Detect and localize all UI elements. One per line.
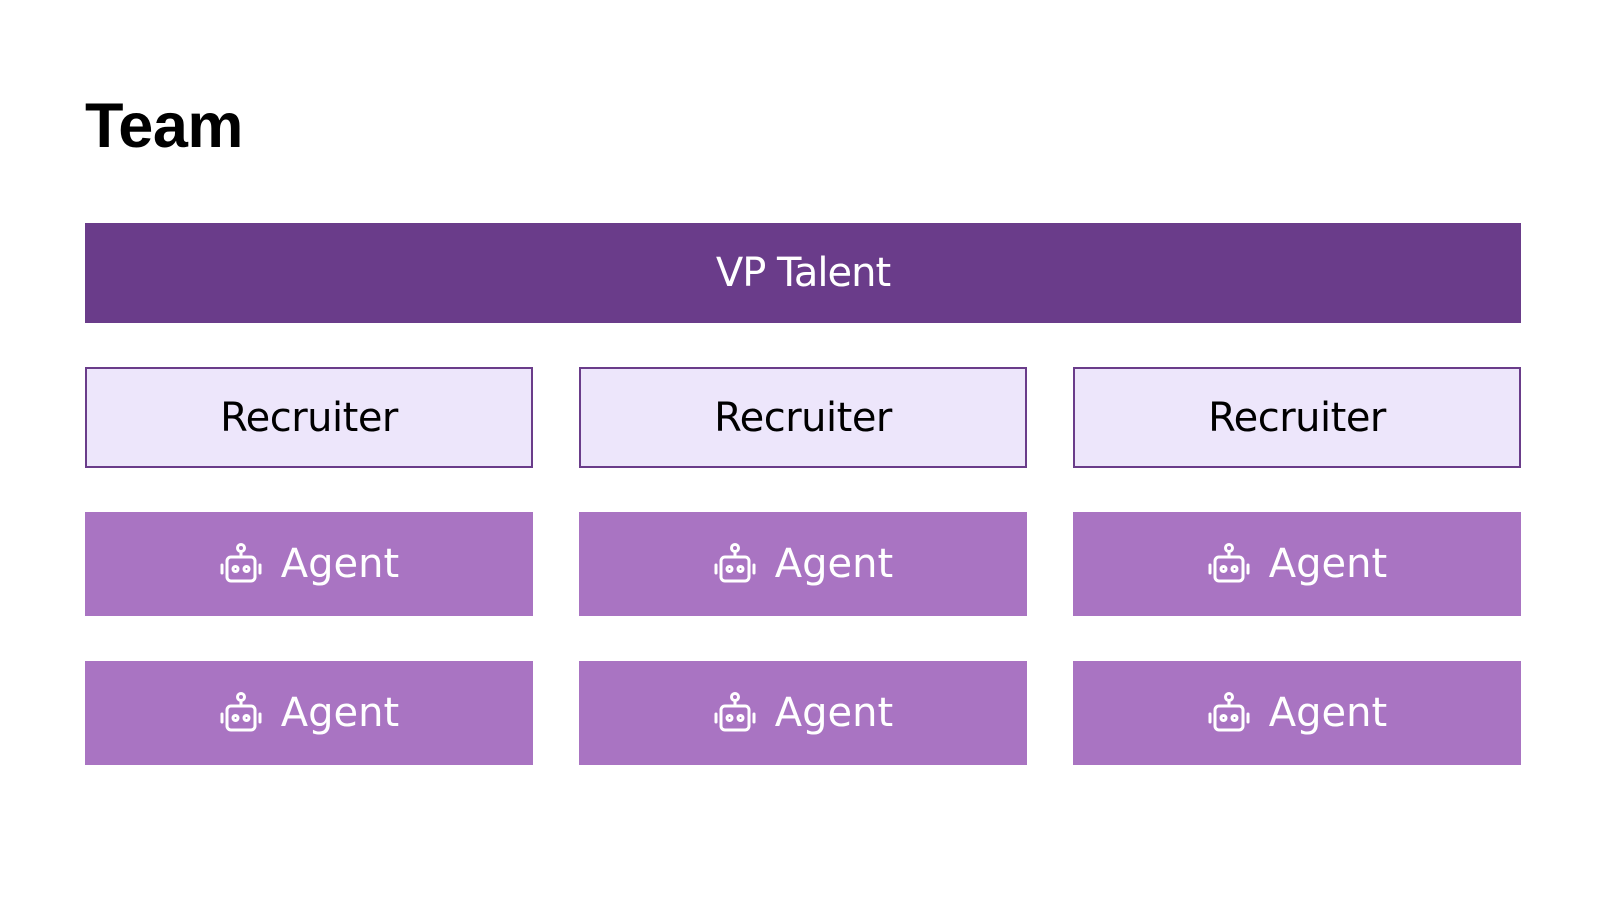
recruiter-node-3: Recruiter <box>1073 367 1521 468</box>
page-title: Team <box>85 91 243 161</box>
robot-icon <box>713 691 757 735</box>
agent-node-4: Agent <box>85 661 533 765</box>
recruiter-label: Recruiter <box>1208 394 1386 441</box>
robot-icon <box>219 542 263 586</box>
agent-node-5: Agent <box>579 661 1027 765</box>
robot-icon <box>713 542 757 586</box>
agent-label: Agent <box>280 541 400 587</box>
robot-icon <box>219 691 263 735</box>
agent-label: Agent <box>774 690 894 736</box>
agent-label: Agent <box>774 541 894 587</box>
agent-node-6: Agent <box>1073 661 1521 765</box>
robot-icon <box>1207 691 1251 735</box>
recruiter-node-1: Recruiter <box>85 367 533 468</box>
agent-label: Agent <box>280 690 400 736</box>
agent-label: Agent <box>1268 690 1388 736</box>
recruiter-label: Recruiter <box>714 394 892 441</box>
vp-talent-label: VP Talent <box>715 250 891 296</box>
vp-talent-node: VP Talent <box>85 223 1521 323</box>
agent-node-1: Agent <box>85 512 533 616</box>
recruiter-node-2: Recruiter <box>579 367 1027 468</box>
agent-node-2: Agent <box>579 512 1027 616</box>
robot-icon <box>1207 542 1251 586</box>
agent-node-3: Agent <box>1073 512 1521 616</box>
agent-label: Agent <box>1268 541 1388 587</box>
recruiter-label: Recruiter <box>220 394 398 441</box>
